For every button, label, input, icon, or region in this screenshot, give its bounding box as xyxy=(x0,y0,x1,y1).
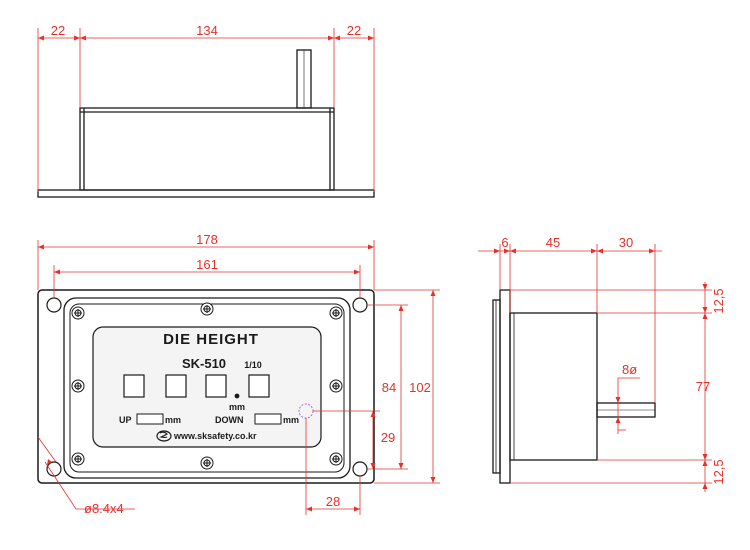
down-label: DOWN xyxy=(215,415,244,425)
hole-callout-leader xyxy=(44,461,135,510)
digit-window xyxy=(248,374,270,398)
screws xyxy=(71,302,343,470)
dim-side-plate: 6 xyxy=(501,235,508,250)
side-dim-arrows xyxy=(494,248,708,489)
mounting-hole-icon xyxy=(352,461,368,477)
mounting-hole-icon xyxy=(46,297,62,313)
up-label: UP xyxy=(119,415,132,425)
panel-model: SK-510 xyxy=(182,356,226,371)
front-view: DIE HEIGHT SK-510 1/10 mm UP mm DOWN mm … xyxy=(37,232,440,516)
side-housing xyxy=(509,312,598,461)
up-unit: mm xyxy=(165,415,181,425)
dim-overall-width: 178 xyxy=(196,232,218,247)
decimal-point xyxy=(234,393,240,399)
panel-website: www.sksafety.co.kr xyxy=(173,431,257,441)
dim-top-center: 134 xyxy=(196,23,218,38)
down-input-box xyxy=(254,413,282,425)
screw-icon xyxy=(329,379,343,393)
screw-icon xyxy=(200,302,214,316)
dim-hole-spacing: 161 xyxy=(196,257,218,272)
panel-title: DIE HEIGHT xyxy=(163,331,259,348)
screw-icon xyxy=(329,452,343,466)
digit-window xyxy=(123,374,145,398)
side-view-outline xyxy=(492,289,656,484)
hole-callout-leader-ext xyxy=(37,436,57,463)
digit-window xyxy=(205,374,227,398)
screw-icon xyxy=(71,306,85,320)
screw-icon xyxy=(71,452,85,466)
panel-unit-center: mm xyxy=(229,402,245,412)
dim-hole-offset-horizontal: 28 xyxy=(326,494,340,509)
sk-logo-icon xyxy=(156,430,172,442)
digit-windows xyxy=(123,374,270,398)
front-base-plate xyxy=(37,289,375,484)
up-input-box xyxy=(136,413,164,425)
screw-icon xyxy=(71,379,85,393)
top-view-outline xyxy=(37,49,375,198)
mounting-hole-icon xyxy=(352,297,368,313)
dim-top-left: 22 xyxy=(51,23,65,38)
top-view-housing xyxy=(79,107,335,191)
top-view-dimensions xyxy=(37,28,375,192)
dim-top-right: 22 xyxy=(347,23,361,38)
side-base-plate xyxy=(499,289,511,484)
dim-side-body: 45 xyxy=(546,235,560,250)
side-view-dimensions xyxy=(478,244,712,492)
screw-icon xyxy=(200,456,214,470)
front-view-dimensions xyxy=(37,240,440,515)
side-bezel xyxy=(492,299,501,474)
dim-hole-offset-vertical: 29 xyxy=(381,430,395,445)
dim-side-shaft: 30 xyxy=(619,235,633,250)
hole-callout: ø8.4x4 xyxy=(84,501,124,516)
front-bezel xyxy=(63,297,351,479)
dim-overall-height: 102 xyxy=(409,380,431,395)
down-unit: mm xyxy=(283,415,299,425)
top-view-base-plate xyxy=(37,189,375,198)
screw-icon xyxy=(329,306,343,320)
top-view: 22 134 22 xyxy=(37,23,375,198)
mounting-hole-icon xyxy=(46,461,62,477)
dim-side-top-margin: 12,5 xyxy=(711,288,726,313)
panel-resolution: 1/10 xyxy=(244,360,262,370)
dim-hole-vertical: 84 xyxy=(382,380,396,395)
dim-shaft-diameter: 8ø xyxy=(622,362,637,377)
side-view: 6 45 30 8ø 12,5 77 12,5 xyxy=(478,235,726,492)
dim-side-shaft-height: 77 xyxy=(696,379,710,394)
dim-side-bottom-margin: 12,5 xyxy=(711,459,726,484)
digit-window xyxy=(165,374,187,398)
